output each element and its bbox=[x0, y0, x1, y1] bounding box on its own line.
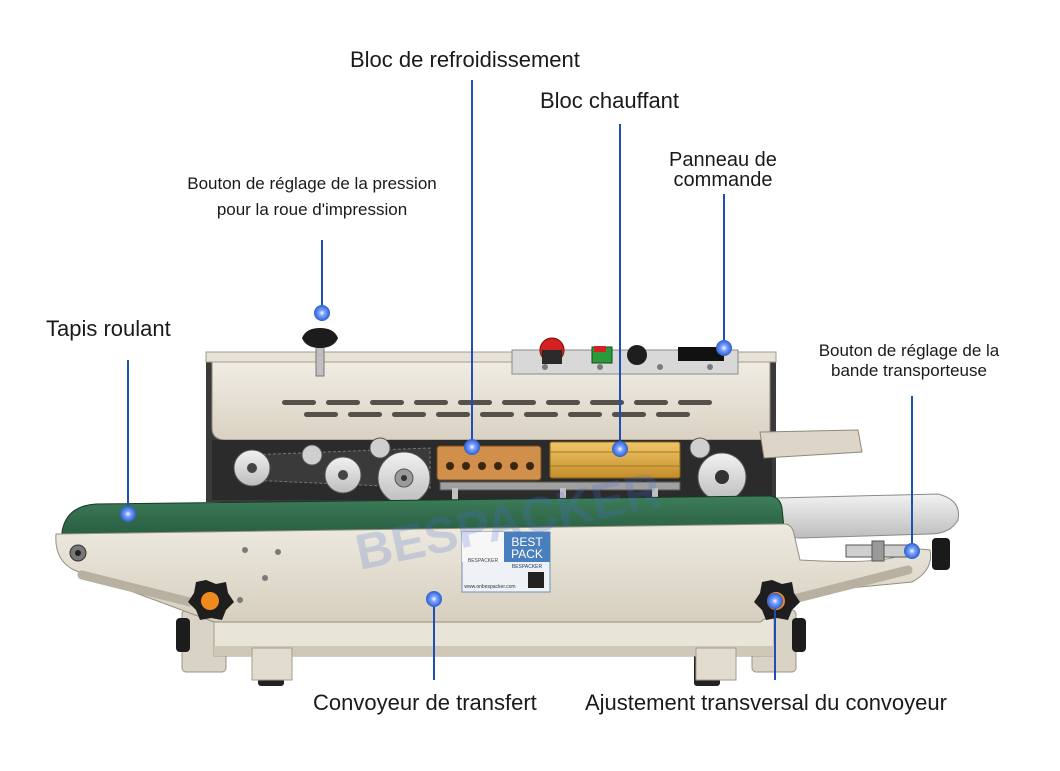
marker-dot bbox=[612, 441, 628, 457]
feed-tray bbox=[759, 429, 863, 459]
label-belt-knob-line1: Bouton de réglage de la bbox=[818, 341, 1000, 360]
marker-dot bbox=[464, 439, 480, 455]
label-belt-knob: Bouton de réglage de la bande transporte… bbox=[798, 341, 1020, 380]
label-transfer-conveyor: Convoyeur de transfert bbox=[313, 690, 537, 715]
pressure-knob[interactable] bbox=[302, 328, 338, 377]
base-foot-right bbox=[695, 647, 737, 681]
label-control-panel: Panneau de commande bbox=[660, 149, 786, 192]
callout-cooling-block bbox=[464, 80, 480, 455]
belt-adjust-knob[interactable] bbox=[845, 538, 950, 570]
marker-dot bbox=[426, 591, 442, 607]
callout-pressure-knob bbox=[314, 240, 330, 321]
plate-url: www.onbespacker.com bbox=[464, 584, 515, 590]
callout-belt-knob bbox=[904, 396, 920, 559]
sealer-machine: BESPACKER BEST PACK BESPACKER www.onbesp… bbox=[55, 328, 960, 686]
mechanism bbox=[212, 437, 772, 505]
transverse-slot-left bbox=[77, 570, 195, 607]
plate-logo: BESPACKER bbox=[468, 558, 499, 564]
left-bumper bbox=[176, 618, 190, 652]
callout-transfer-conveyor bbox=[426, 591, 442, 680]
plate-brand-2: PACK bbox=[511, 547, 543, 561]
base-foot-left bbox=[251, 647, 293, 681]
top-cover-edge bbox=[205, 351, 777, 363]
label-transverse-adjust: Ajustement transversal du convoyeur bbox=[585, 690, 947, 715]
callout-control-panel bbox=[716, 194, 732, 356]
transverse-slot-right bbox=[777, 565, 913, 607]
callout-transverse-adjust bbox=[767, 593, 783, 680]
knob-center-left bbox=[201, 592, 219, 610]
plate-brand-1: BEST bbox=[511, 535, 543, 549]
marker-dot bbox=[767, 593, 783, 609]
label-pressure-knob-line2: pour la roue d'impression bbox=[216, 199, 408, 219]
marker-dot bbox=[904, 543, 920, 559]
label-conveyor-belt: Tapis roulant bbox=[46, 316, 171, 341]
cooling-block bbox=[436, 445, 542, 481]
label-control-panel-line2: commande bbox=[673, 169, 773, 191]
speed-dial[interactable] bbox=[627, 345, 647, 365]
label-pressure-knob: Bouton de réglage de la pression pour la… bbox=[160, 174, 464, 219]
stainless-tray bbox=[775, 493, 960, 539]
temperature-display bbox=[678, 347, 724, 361]
plate-sub: BESPACKER bbox=[512, 564, 543, 570]
callout-conveyor-belt bbox=[120, 360, 136, 522]
right-bumper bbox=[792, 618, 806, 652]
brand-plate: BESPACKER BEST PACK BESPACKER www.onbesp… bbox=[461, 531, 551, 593]
label-belt-knob-line2: bande transporteuse bbox=[831, 360, 987, 380]
callout-heating-block bbox=[612, 124, 628, 457]
label-pressure-knob-line1: Bouton de réglage de la pression bbox=[187, 174, 437, 193]
base-shadow bbox=[214, 646, 774, 656]
marker-dot bbox=[314, 305, 330, 321]
marker-dot bbox=[120, 506, 136, 522]
control-panel bbox=[511, 337, 739, 375]
star-knob-left[interactable] bbox=[188, 580, 234, 620]
label-control-panel-line1: Panneau de bbox=[669, 149, 777, 171]
label-heating-block: Bloc chauffant bbox=[540, 88, 680, 113]
marker-dot bbox=[716, 340, 732, 356]
label-cooling-block: Bloc de refroidissement bbox=[350, 47, 580, 72]
